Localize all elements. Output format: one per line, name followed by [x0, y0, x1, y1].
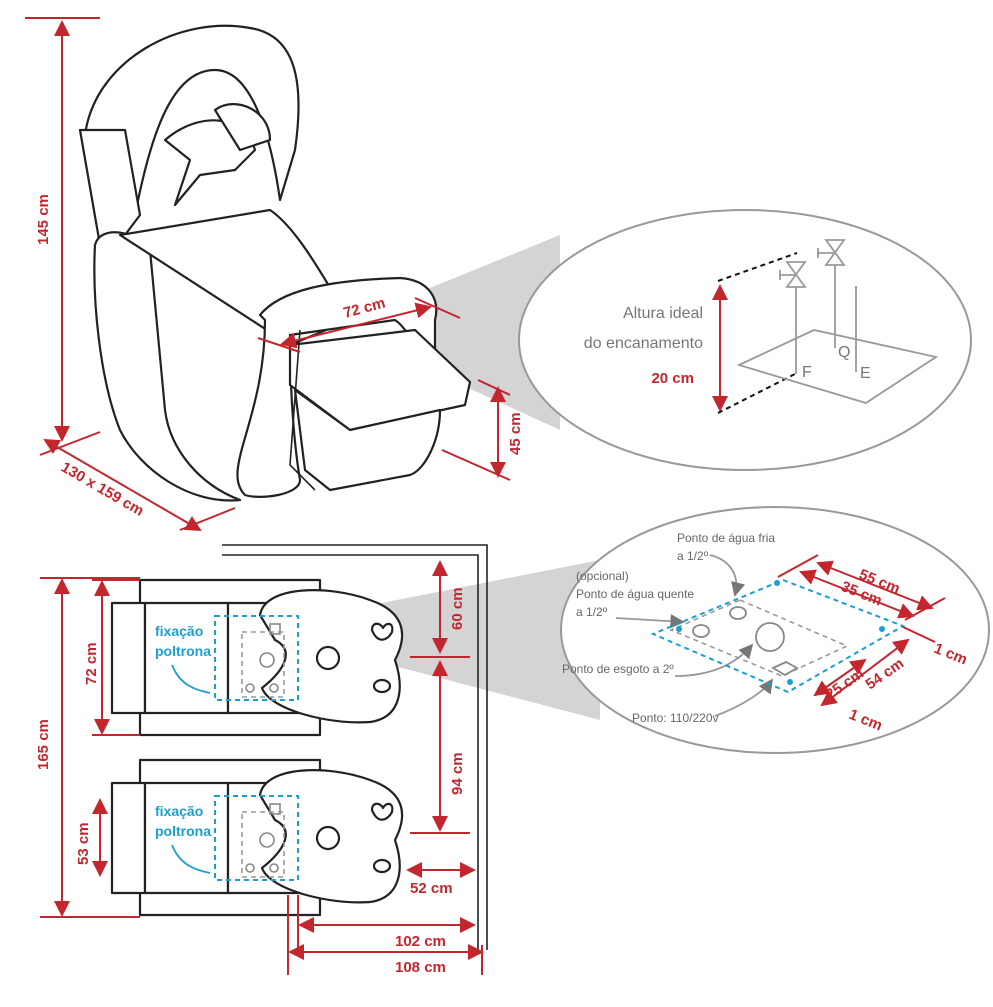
hot-water-line1: (opcional) [576, 569, 629, 583]
fixation-label-2-line1: fixação [155, 803, 203, 819]
drain-point-label: Ponto de esgoto a 2º [562, 662, 674, 676]
shampoo-chair-illustration [78, 24, 472, 502]
fixation-label-1-line1: fixação [155, 623, 203, 639]
floor-plan-chair-1 [110, 578, 404, 737]
hot-water-line3: a 1/2º [576, 605, 608, 619]
cold-water-line1: Ponto de água fria [677, 531, 775, 545]
fixation-label-1-line2: poltrona [155, 643, 211, 659]
fixation-label-2-line2: poltrona [155, 823, 211, 839]
total-depth-label: 165 cm [35, 719, 52, 770]
plumbing-height-label: 20 cm [651, 370, 694, 387]
chair-width-label: 72 cm [83, 642, 100, 685]
plumbing-detail-callout [518, 209, 972, 471]
plumbing-title-line1: Altura ideal [623, 305, 703, 322]
length-inner-label: 102 cm [395, 933, 446, 950]
chair-gap-label: 53 cm [75, 822, 92, 865]
floor-plan-chair-2 [110, 758, 404, 917]
cold-water-line2: a 1/2º [677, 549, 709, 563]
wall-gap-between-label: 94 cm [449, 752, 466, 795]
hot-water-line2: Ponto de água quente [576, 587, 694, 601]
hot-label: Q [838, 344, 850, 361]
length-total-label: 108 cm [395, 959, 446, 976]
cold-label: F [802, 364, 812, 381]
drain-label: E [860, 365, 871, 382]
seat-height-label: 45 cm [507, 412, 524, 455]
footprint-label: 130 x 159 cm [58, 459, 147, 520]
wall-gap-top-label: 60 cm [449, 587, 466, 630]
plumbing-title-line2: do encanamento [584, 335, 703, 352]
height-label: 145 cm [35, 194, 52, 245]
wall-gap-side-label: 52 cm [410, 880, 453, 897]
power-point-label: Ponto: 110/220v [632, 711, 719, 725]
